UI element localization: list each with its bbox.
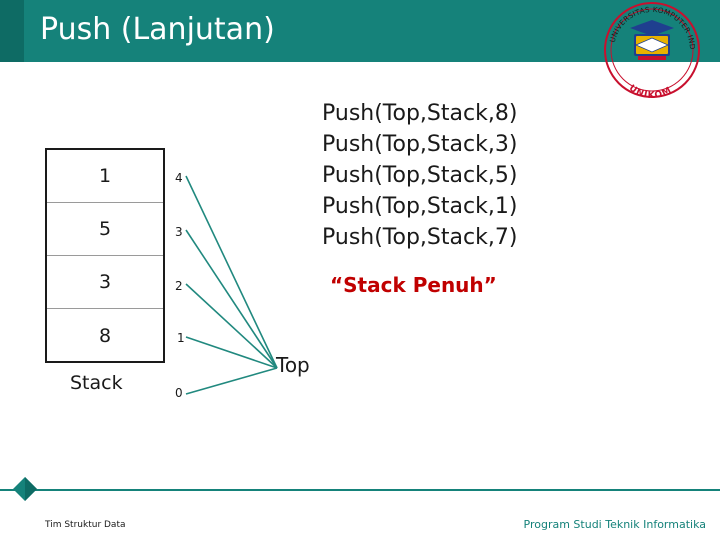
svg-text:UNIKOM: UNIKOM	[627, 83, 674, 101]
footer-left-text: Tim Struktur Data	[45, 520, 126, 530]
unikom-logo: UNIVERSITAS KOMPUTER INDONESIA UNIKOM	[592, 0, 712, 102]
push-operation-line: Push(Top,Stack,5)	[322, 163, 518, 188]
push-operation-line: Push(Top,Stack,8)	[322, 101, 518, 126]
push-operation-line: Push(Top,Stack,1)	[322, 194, 518, 219]
stack-label: Stack	[70, 372, 123, 394]
header-bar	[0, 0, 720, 62]
stack-full-warning: “Stack Penuh”	[330, 273, 497, 297]
push-operation-line: Push(Top,Stack,7)	[322, 225, 518, 250]
header-accent-stripe	[0, 0, 24, 62]
stack-table: 1 5 3 8	[45, 148, 165, 363]
footer-right-text: Program Studi Teknik Informatika	[523, 518, 706, 531]
footer-divider	[0, 489, 720, 491]
push-operation-line: Push(Top,Stack,3)	[322, 132, 518, 157]
index-label-1: 1	[177, 331, 185, 345]
footer-diamond-icon	[12, 476, 38, 502]
stack-cell: 5	[47, 203, 163, 256]
page-title: Push (Lanjutan)	[40, 12, 275, 47]
index-label-2: 2	[175, 279, 183, 293]
stack-cell: 3	[47, 256, 163, 309]
stack-cell: 1	[47, 150, 163, 203]
index-label-4: 4	[175, 171, 183, 185]
top-pointer-label: Top	[276, 353, 310, 377]
index-label-3: 3	[175, 225, 183, 239]
push-operations-list: Push(Top,Stack,8) Push(Top,Stack,3) Push…	[322, 98, 517, 253]
index-label-0: 0	[175, 386, 183, 400]
stack-cell: 8	[98, 324, 112, 347]
